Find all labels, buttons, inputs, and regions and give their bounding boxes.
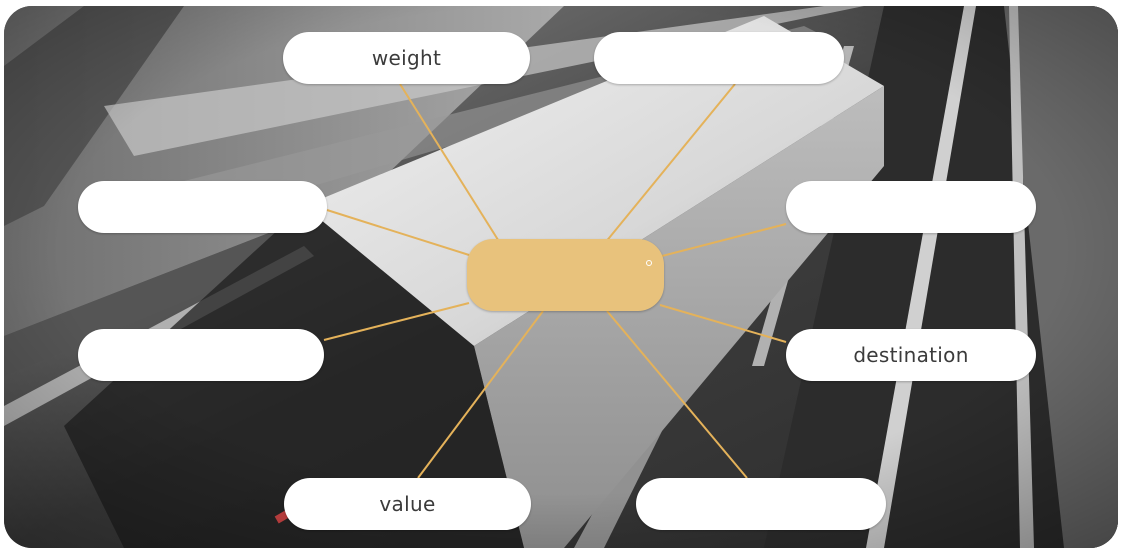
node-bottom-left[interactable]: value: [284, 478, 531, 530]
node-bottom-right[interactable]: [636, 478, 886, 530]
connector-bottom-right: [606, 310, 748, 479]
connector-top-left: [399, 83, 501, 244]
central-concept-box[interactable]: [467, 239, 664, 311]
node-lower-right[interactable]: destination: [786, 329, 1036, 381]
node-label: value: [379, 492, 436, 516]
node-label: weight: [371, 46, 442, 70]
node-label: destination: [853, 343, 969, 367]
connector-upper-left: [326, 209, 470, 256]
node-top-right[interactable]: [594, 32, 844, 84]
connector-lower-right: [659, 304, 787, 343]
node-upper-left[interactable]: [78, 181, 327, 233]
connector-bottom-left: [417, 310, 544, 479]
node-top-left[interactable]: weight: [283, 32, 530, 84]
connector-top-right: [604, 83, 736, 244]
node-lower-left[interactable]: [78, 329, 324, 381]
connector-upper-right: [661, 223, 787, 257]
center-marker-dot: [646, 260, 652, 266]
node-upper-right[interactable]: [786, 181, 1036, 233]
connector-lower-left: [323, 302, 470, 341]
